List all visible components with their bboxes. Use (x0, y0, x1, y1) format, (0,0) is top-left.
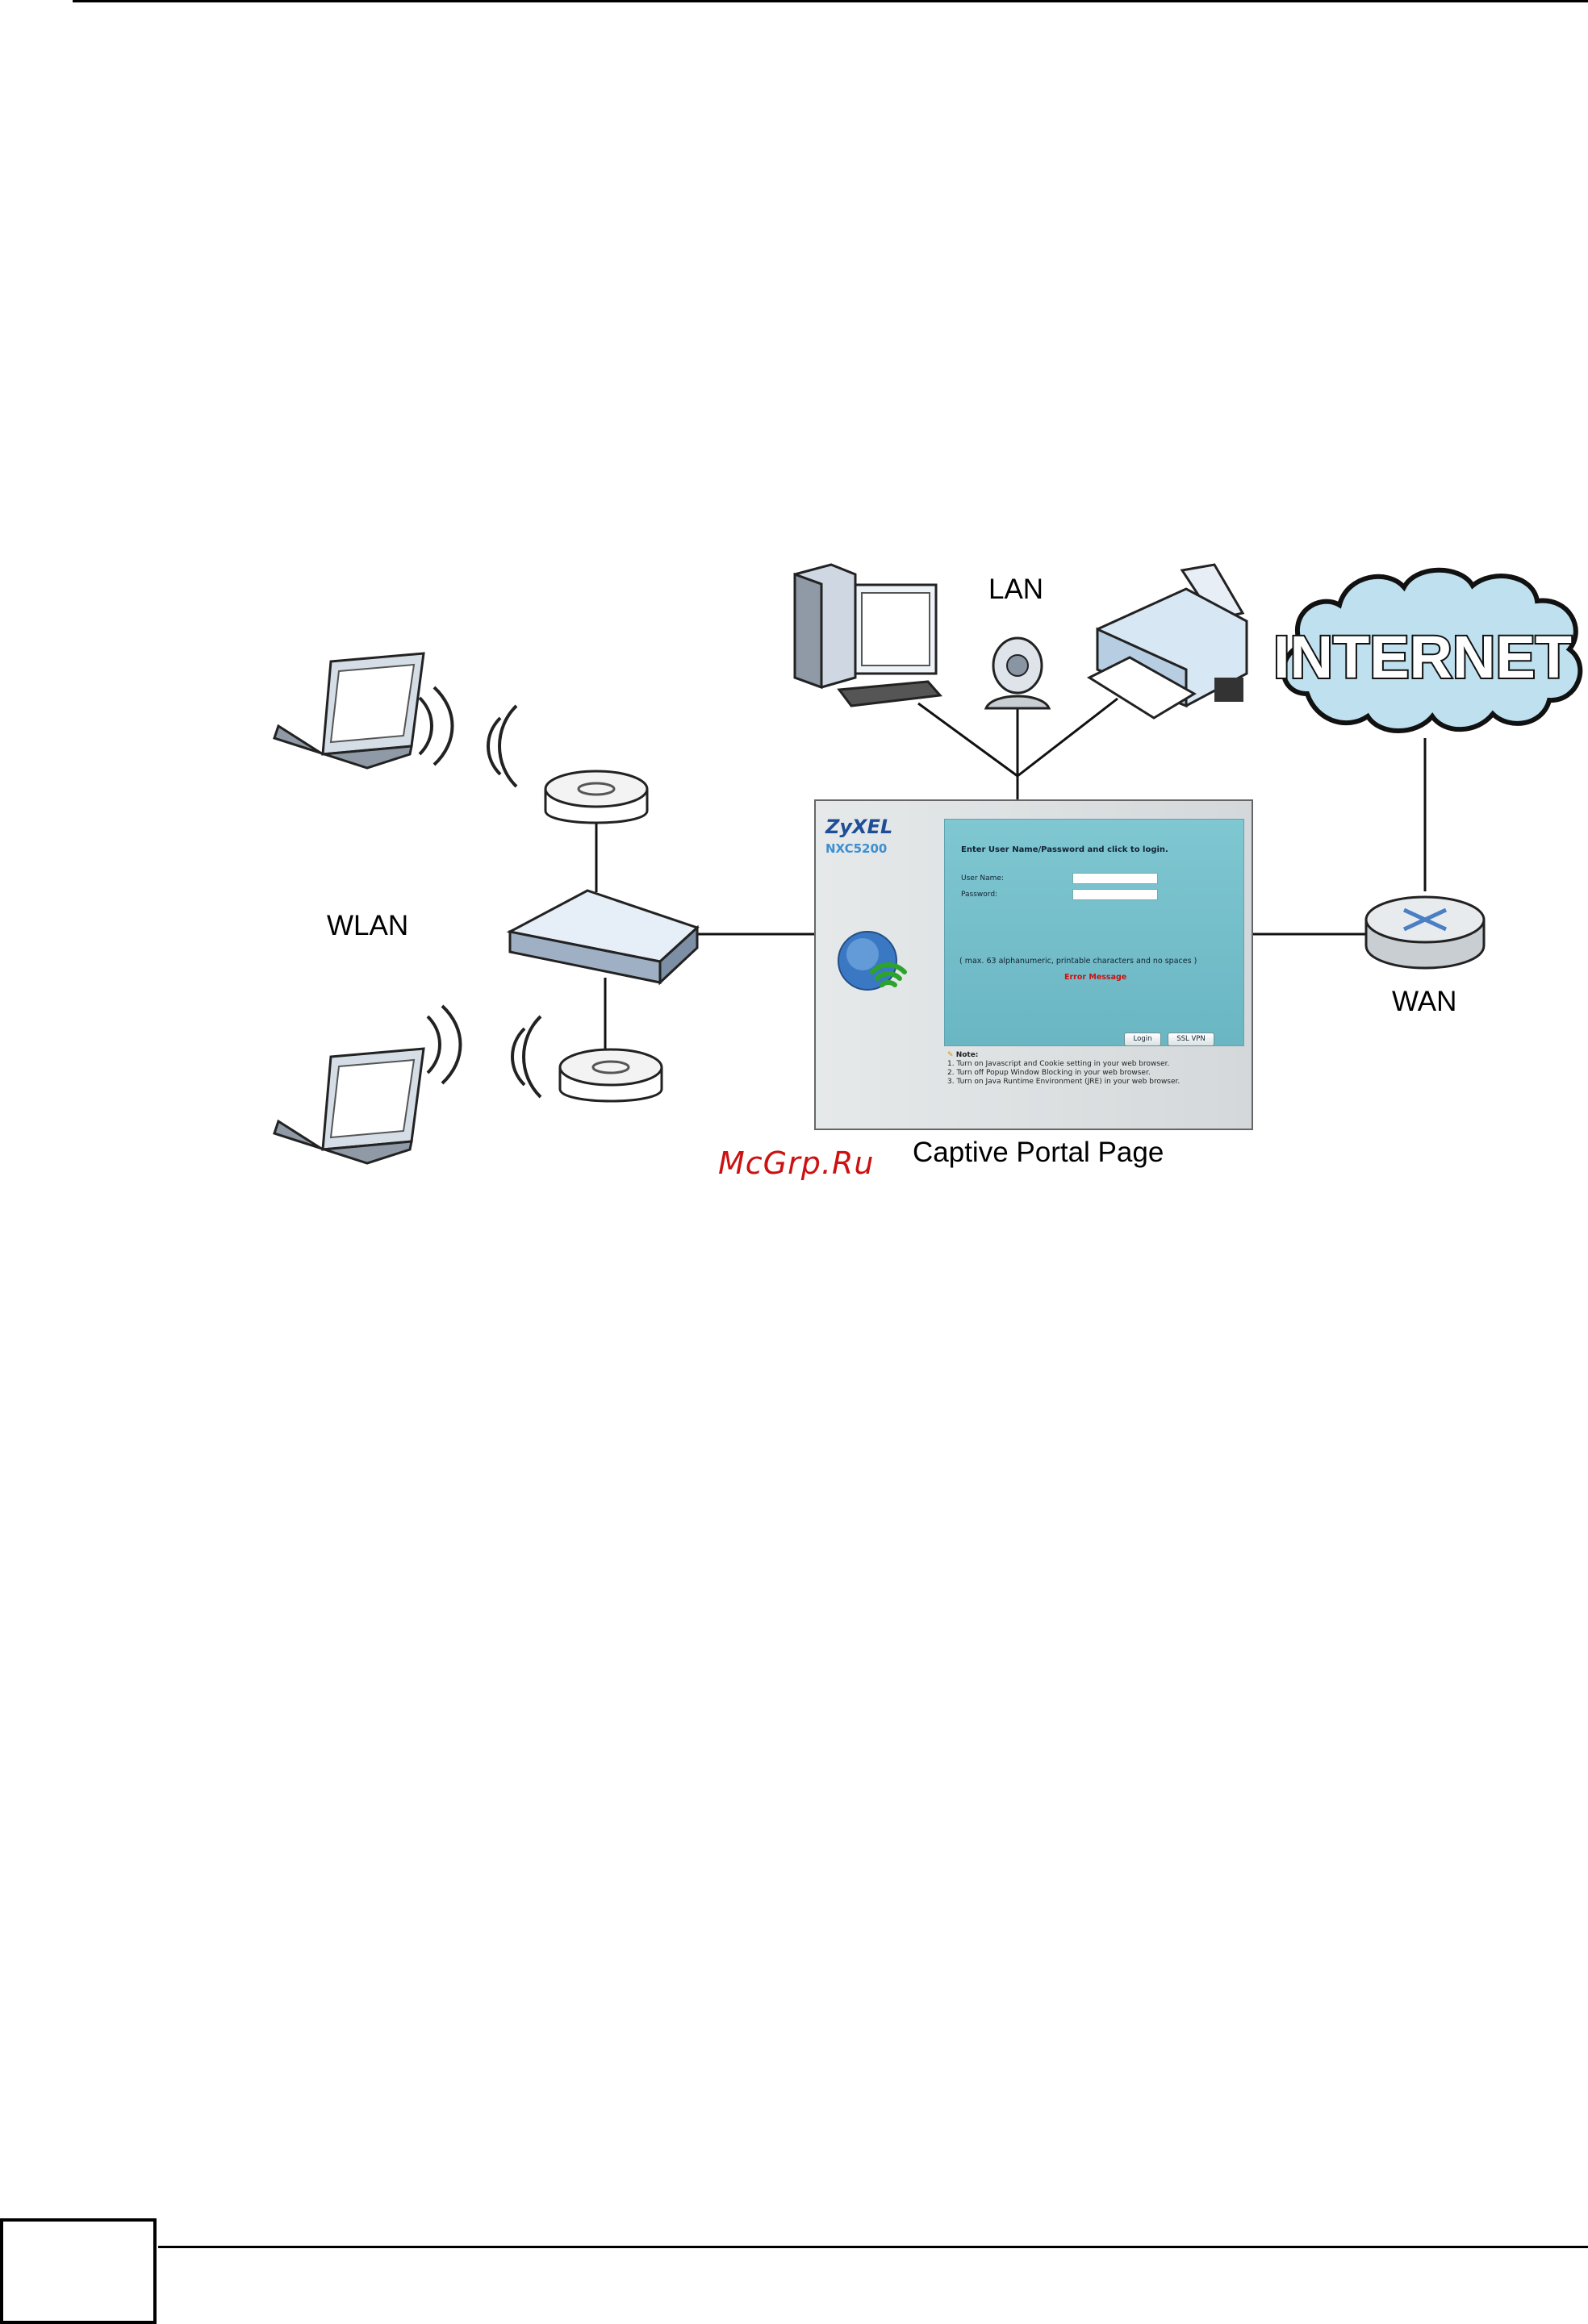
watermark: McGrp.Ru (718, 1145, 875, 1181)
wireless-signal-bottom (426, 1004, 542, 1099)
internet-cloud: INTERNET (1272, 567, 1583, 733)
note-icon: ✎ (947, 1051, 954, 1059)
login-title: Enter User Name/Password and click to lo… (961, 845, 1168, 854)
note-item: 1. Turn on Javascript and Cookie setting… (947, 1060, 1170, 1068)
router-icon (1364, 895, 1486, 970)
username-input[interactable] (1072, 873, 1158, 884)
note-box: ✎ Note: 1. Turn on Javascript and Cookie… (947, 1051, 1238, 1087)
printer-icon (1086, 563, 1248, 720)
note-item: 3. Turn on Java Runtime Environment (JRE… (947, 1078, 1181, 1086)
password-input[interactable] (1072, 889, 1158, 900)
laptop-bottom-icon (273, 1047, 425, 1165)
wireless-signal-top (418, 686, 518, 788)
globe-icon (838, 931, 907, 991)
login-button[interactable]: Login (1124, 1033, 1161, 1046)
desktop-pc-icon (793, 563, 943, 707)
page-number-box (0, 2218, 157, 2324)
network-diagram: INTERNET (273, 563, 1583, 1165)
connection-lines (595, 697, 1427, 1049)
captive-portal-label: Captive Portal Page (913, 1137, 1164, 1168)
input-hint: ( max. 63 alphanumeric, printable charac… (959, 957, 1197, 966)
internet-text: INTERNET (1273, 624, 1572, 691)
switch-icon (506, 889, 700, 986)
top-rule (73, 0, 1588, 2)
access-point-bottom-icon (558, 1048, 663, 1103)
note-item: 2. Turn off Popup Window Blocking in you… (947, 1069, 1151, 1077)
password-label: Password: (961, 891, 998, 899)
webcam-icon (984, 636, 1051, 710)
sslvpn-button[interactable]: SSL VPN (1168, 1033, 1214, 1046)
brand-logo: ZyXEL (825, 816, 893, 838)
bottom-rule (158, 2246, 1588, 2248)
laptop-top-icon (273, 652, 425, 770)
username-label: User Name: (961, 874, 1004, 882)
login-panel: Enter User Name/Password and click to lo… (944, 819, 1244, 1046)
note-title: ✎ Note: (947, 1051, 979, 1059)
printer-link-line (1017, 697, 1118, 778)
pc-link-line (917, 702, 1018, 778)
captive-portal-screenshot: ZyXEL NXC5200 Enter User Name/Password a… (814, 799, 1253, 1130)
access-point-top-icon (544, 770, 649, 824)
model-name: NXC5200 (825, 841, 888, 856)
wan-label: WAN (1392, 986, 1457, 1017)
lan-label: LAN (988, 574, 1044, 605)
wlan-label: WLAN (327, 910, 409, 941)
error-message: Error Message (1064, 973, 1127, 982)
